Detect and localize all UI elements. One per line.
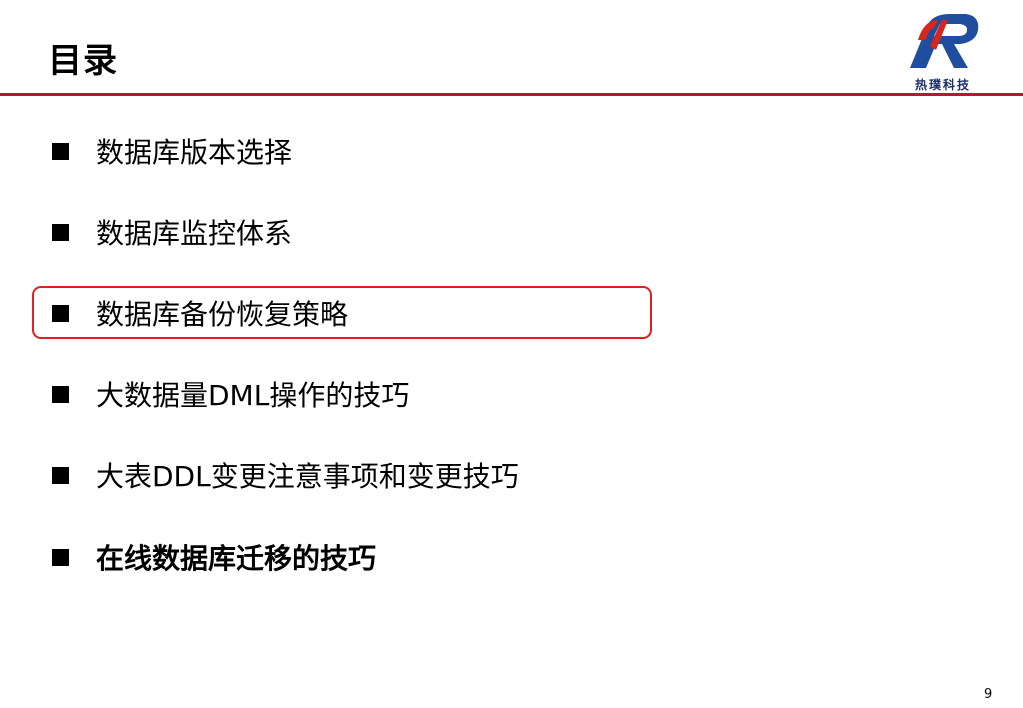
agenda-item: 在线数据库迁移的技巧: [52, 537, 376, 577]
agenda-item-label: 数据库版本选择: [96, 136, 293, 169]
square-bullet-icon: [52, 304, 69, 322]
agenda-item-label: 数据库监控体系: [96, 217, 293, 250]
agenda-item: 大数据量DML操作的技巧: [52, 374, 409, 414]
title-divider: [0, 93, 1023, 96]
square-bullet-icon: [52, 548, 69, 566]
square-bullet-icon: [52, 142, 69, 160]
agenda-item: 数据库版本选择: [52, 131, 292, 171]
agenda-item-label: 数据库备份恢复策略: [96, 298, 349, 331]
square-bullet-icon: [52, 223, 69, 241]
agenda-item: 数据库监控体系: [52, 212, 292, 252]
agenda-item-label: 在线数据库迁移的技巧: [96, 542, 377, 575]
company-logo: 热璞科技: [900, 10, 986, 92]
agenda-item-label: 大表DDL变更注意事项和变更技巧: [96, 460, 519, 493]
square-bullet-icon: [52, 466, 69, 484]
agenda-item-label: 大数据量DML操作的技巧: [96, 379, 410, 412]
square-bullet-icon: [52, 385, 69, 403]
agenda-item-current: 数据库备份恢复策略: [52, 293, 348, 333]
page-number: 9: [984, 687, 993, 702]
agenda-item: 大表DDL变更注意事项和变更技巧: [52, 455, 519, 495]
r-logo-icon: [910, 14, 979, 68]
slide-title: 目录: [48, 41, 118, 81]
logo-text: 热璞科技: [914, 78, 971, 92]
current-section-highlight: [32, 286, 652, 339]
